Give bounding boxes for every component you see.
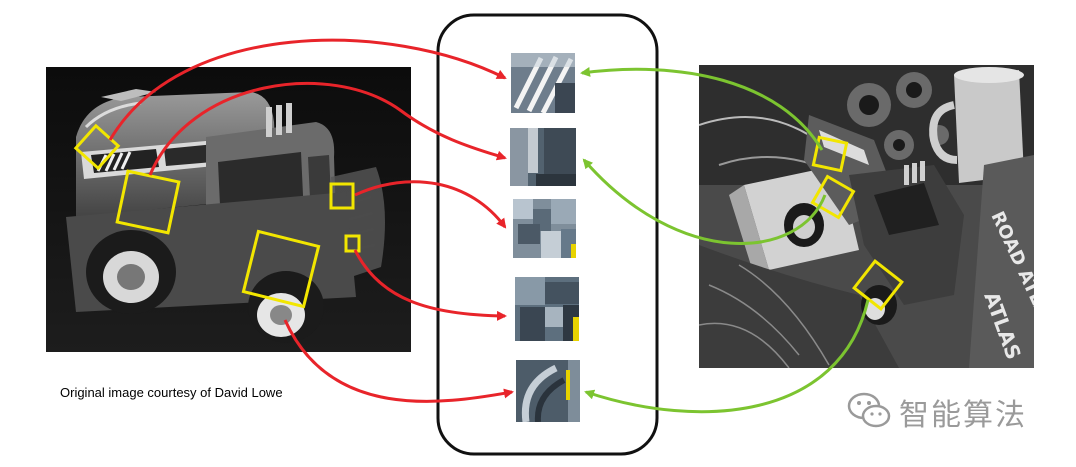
feature-box-left-2 [115, 169, 181, 235]
cluttered-scene-image: ROAD ATLAS ATLAS [699, 65, 1034, 368]
wechat-icon [845, 390, 893, 435]
patch-panel [436, 13, 659, 456]
feature-box-right-1 [811, 135, 849, 173]
patch-4 [515, 277, 579, 341]
arrow-red-1 [108, 38, 507, 141]
patch-5 [516, 360, 580, 422]
watermark: 智能算法 [845, 390, 1027, 435]
feature-box-left-4 [344, 234, 361, 253]
arrow-green-3 [584, 299, 870, 414]
arrow-red-3 [354, 180, 507, 229]
arrow-red-5 [283, 319, 514, 403]
feature-box-right-3 [852, 259, 904, 311]
arrow-red-4 [353, 249, 507, 321]
arrow-red-2 [148, 81, 507, 176]
arrow-green-1 [580, 66, 824, 151]
patch-1 [511, 53, 575, 113]
patch-3 [513, 199, 576, 258]
feature-box-left-1 [73, 123, 121, 171]
arrow-green-2 [582, 158, 827, 245]
patch-2 [510, 128, 576, 186]
cluttered-scene-illustration: ROAD ATLAS ATLAS [699, 65, 1034, 368]
feature-box-left-5 [241, 229, 321, 309]
feature-box-left-3 [329, 182, 355, 210]
watermark-text: 智能算法 [899, 398, 1027, 433]
feature-box-right-2 [810, 174, 856, 220]
image-caption: Original image courtesy of David Lowe [60, 385, 283, 400]
